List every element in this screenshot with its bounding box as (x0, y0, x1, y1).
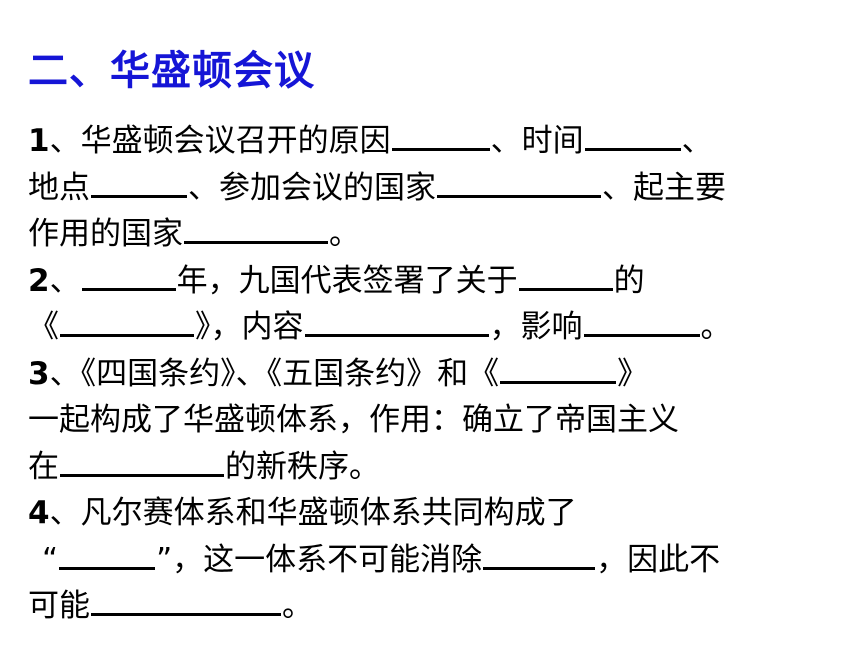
text-segment: 可能 (28, 588, 90, 624)
question-2-line-2: 《 》，内容 ，影响 。 (28, 304, 848, 351)
question-4-line-1: 4、凡尔赛体系和华盛顿体系共同构成了 (28, 490, 848, 537)
text-segment: 的新秩序。 (225, 448, 380, 485)
text-segment: 》 (617, 355, 649, 392)
text-segment: 》，内容 (195, 309, 304, 345)
text-segment: ”，这一体系不可能消除 (156, 541, 483, 578)
text-segment: 、时间 (490, 123, 584, 159)
question-number: 3 (28, 355, 50, 392)
answer-blank-place[interactable] (91, 167, 187, 198)
answer-blank-treaty[interactable] (60, 306, 194, 337)
answer-blank-system[interactable] (59, 539, 156, 570)
text-segment: ，因此不 (596, 541, 721, 578)
answer-blank-cannot-eliminate[interactable] (483, 539, 596, 570)
text-segment: 作用的国家 (28, 216, 183, 252)
question-3-line-3: 在 的新秩序。 (28, 444, 848, 491)
text-segment: “ (42, 541, 59, 578)
text-segment: 、华盛顿会议召开的原因 (49, 123, 391, 159)
question-1-line-1: 1、华盛顿会议召开的原因 、时间 、 (28, 118, 848, 165)
text-segment: 。 (282, 588, 313, 624)
question-2-line-1: 2、 年，九国代表签署了关于 的 (28, 258, 848, 305)
answer-blank-impact[interactable] (583, 306, 700, 337)
text-segment: 《 (28, 309, 59, 345)
text-segment: ，影响 (489, 309, 583, 345)
text-segment: 、《四国条约》、《五国条约》和《 (49, 355, 500, 392)
question-4-line-2: “ ”，这一体系不可能消除 ，因此不 (28, 537, 848, 584)
question-3-line-2: 一起构成了华盛顿体系，作用：确立了帝国主义 (28, 397, 848, 444)
text-segment: 。 (329, 216, 360, 252)
text-segment: 、 (681, 123, 713, 159)
text-segment: 、起主要 (602, 169, 726, 206)
question-1-line-3: 作用的国家 。 (28, 211, 848, 258)
text-segment: 。 (700, 309, 732, 345)
question-number: 1 (28, 123, 50, 159)
question-list: 1、华盛顿会议召开的原因、时间、 地点、参加会议的国家、起主要 作用的国家。 2… (28, 118, 848, 630)
text-segment: 地点 (28, 169, 90, 206)
answer-blank-region[interactable] (60, 446, 224, 477)
text-segment: 、凡尔赛体系和华盛顿体系共同构成了 (49, 495, 577, 531)
answer-blank-main-country[interactable] (184, 213, 328, 244)
text-segment: 、参加会议的国家 (188, 169, 436, 206)
answer-blank-reason[interactable] (391, 120, 490, 151)
text-segment: 在 (28, 448, 59, 485)
answer-blank-year[interactable] (81, 260, 176, 291)
answer-blank-content[interactable] (304, 306, 489, 337)
text-segment: 的 (613, 262, 645, 299)
answer-blank-time[interactable] (584, 120, 681, 151)
text-segment: 、 (49, 262, 81, 299)
text-segment: 一起构成了华盛顿体系，作用：确立了帝国主义 (28, 402, 679, 438)
answer-blank-countries[interactable] (437, 167, 601, 198)
page-title: 二、华盛顿会议 (28, 48, 315, 94)
answer-blank-cannot[interactable] (91, 585, 281, 616)
question-4-line-3: 可能 。 (28, 583, 848, 630)
text-segment: 年，九国代表签署了关于 (176, 262, 518, 299)
question-number: 4 (28, 495, 50, 531)
answer-blank-treaty-name[interactable] (500, 353, 617, 384)
question-3-line-1: 3、《四国条约》、《五国条约》和《 》 (28, 351, 848, 398)
question-number: 2 (28, 262, 50, 299)
question-1-line-2: 地点 、参加会议的国家 、起主要 (28, 165, 848, 212)
answer-blank-topic[interactable] (518, 260, 613, 291)
